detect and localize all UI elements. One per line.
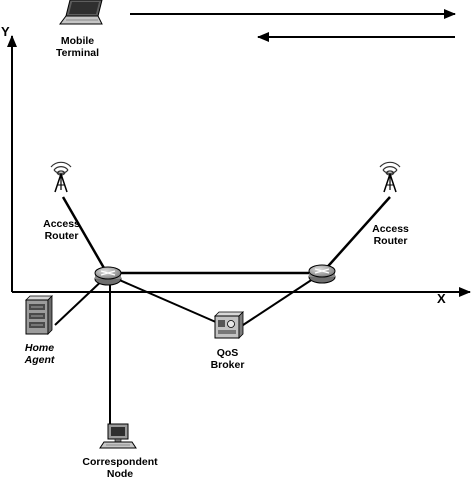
laptop-icon xyxy=(59,0,103,25)
qos-broker-label-line1: QoS xyxy=(216,347,239,359)
access-router-left-label: Access Router xyxy=(24,218,99,242)
y-axis-label: Y xyxy=(1,24,10,39)
x-axis-label: X xyxy=(437,291,446,306)
antenna-icon xyxy=(50,161,72,193)
access-router-left-label-line1: Access xyxy=(43,218,80,230)
mobile-terminal-label-line1: Mobile xyxy=(60,35,95,47)
access-router-right-label-line1: Access xyxy=(372,223,409,235)
access-router-right-label-line2: Router xyxy=(373,235,408,247)
access-router-right-label: Access Router xyxy=(353,223,428,247)
broker-icon xyxy=(214,311,244,339)
workstation-icon xyxy=(99,423,137,449)
qos-broker-label: QoS Broker xyxy=(190,347,265,371)
server-icon xyxy=(25,295,53,335)
mobile-terminal-label: Mobile Terminal xyxy=(40,35,115,59)
home-agent-label: Home Agent xyxy=(2,342,77,366)
home-agent-label-line1: Home xyxy=(24,342,55,354)
router-icon-right xyxy=(308,264,336,284)
access-router-left-label-line2: Router xyxy=(44,230,79,242)
correspondent-node-label-line2: Node xyxy=(106,468,134,477)
edge-router-right-access-router-right xyxy=(321,196,391,274)
home-agent-label-line2: Agent xyxy=(24,354,55,366)
edge-router-left-access-router-left xyxy=(61,196,110,276)
antenna-icon xyxy=(379,161,401,193)
edge-router-right-qos-broker xyxy=(239,272,323,328)
mobile-terminal-label-line2: Terminal xyxy=(56,47,99,59)
qos-broker-label-line2: Broker xyxy=(210,359,245,371)
correspondent-node-label-line1: Correspondent xyxy=(82,456,158,468)
correspondent-node-label: Correspondent Node xyxy=(70,456,170,477)
edge-router-left-qos-broker xyxy=(107,274,219,324)
router-icon-left xyxy=(94,266,122,286)
